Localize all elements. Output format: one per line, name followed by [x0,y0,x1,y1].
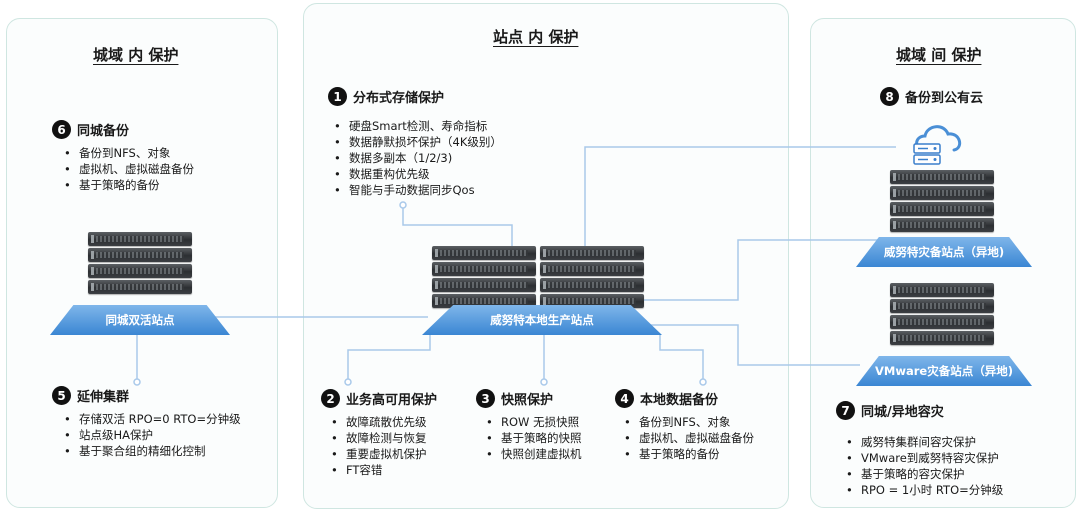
inter-city-title: 城域 间 保护 [896,46,982,64]
list-item: 故障疏散优先级 [331,414,427,430]
high-availability-list: 故障疏散优先级 故障检测与恢复 重要虚拟机保护 FT容错 [331,414,427,478]
rack-server-icon [432,246,536,310]
site-local-active: 同城双活站点 [50,305,230,335]
section-title: 快照保护 [501,393,554,408]
list-item: 数据多副本（1/2/3) [334,150,502,166]
local-data-backup-list: 备份到NFS、对象 虚拟机、虚拟磁盘备份 基于策略的备份 [624,414,754,462]
section-title: 同城/异地容灾 [861,405,944,420]
list-item: 虚拟机、虚拟磁盘备份 [64,161,194,177]
list-item: 故障检测与恢复 [331,430,427,446]
list-item: 数据重构优先级 [334,166,502,182]
stretched-cluster-list: 存储双活 RPO=0 RTO=分钟级 站点级HA保护 基于聚合组的精细化控制 [64,411,241,459]
list-item: RPO = 1小时 RTO=分钟级 [846,482,1003,498]
site-vmware-dr: VMware灾备站点（异地) [856,356,1032,386]
section-title: 备份到公有云 [905,91,984,106]
number-badge: 4 [615,389,634,408]
rack-server-icon [890,283,994,347]
number-badge: 6 [52,120,71,139]
list-item: 基于策略的备份 [624,446,754,462]
number-badge: 8 [880,87,899,106]
rack-server-icon [540,246,644,310]
section-title: 同城备份 [77,124,130,139]
list-item: 基于策略的备份 [64,177,194,193]
list-item: 基于策略的快照 [486,430,582,446]
list-item: 基于策略的容灾保护 [846,466,1003,482]
site-dr-remote: 威努特灾备站点（异地) [856,237,1032,267]
intra-city-title: 城域 内 保护 [93,46,179,64]
number-badge: 5 [52,386,71,405]
list-item: 硬盘Smart检测、寿命指标 [334,118,502,134]
section-title: 本地数据备份 [640,393,719,408]
number-badge: 3 [476,389,495,408]
section-title: 业务高可用保护 [346,393,438,408]
list-item: 快照创建虚拟机 [486,446,582,462]
cloud-server-icon [913,125,962,165]
disaster-recovery-list: 威努特集群间容灾保护 VMware到威努特容灾保护 基于策略的容灾保护 RPO … [846,434,1003,498]
intra-site-title: 站点 内 保护 [493,28,579,46]
list-item: ROW 无损快照 [486,414,582,430]
section-title: 延伸集群 [77,390,130,405]
number-badge: 7 [836,401,855,420]
city-backup-list: 备份到NFS、对象 虚拟机、虚拟磁盘备份 基于策略的备份 [64,145,194,193]
number-badge: 1 [328,87,347,106]
section-snapshot: 3 快照保护 [476,389,553,408]
list-item: 站点级HA保护 [64,427,241,443]
site-production: 威努特本地生产站点 [422,305,662,335]
list-item: 基于聚合组的精细化控制 [64,443,241,459]
list-item: VMware到威努特容灾保护 [846,450,1003,466]
list-item: 存储双活 RPO=0 RTO=分钟级 [64,411,241,427]
list-item: 数据静默损坏保护（4K级别） [334,134,502,150]
snapshot-list: ROW 无损快照 基于策略的快照 快照创建虚拟机 [486,414,582,462]
list-item: 虚拟机、虚拟磁盘备份 [624,430,754,446]
section-public-cloud-backup: 8 备份到公有云 [880,87,983,106]
section-high-availability: 2 业务高可用保护 [321,389,437,408]
section-disaster-recovery: 7 同城/异地容灾 [836,401,944,420]
list-item: 备份到NFS、对象 [64,145,194,161]
list-item: 备份到NFS、对象 [624,414,754,430]
list-item: 威努特集群间容灾保护 [846,434,1003,450]
section-distributed-storage: 1 分布式存储保护 [328,87,444,106]
rack-server-icon [890,170,994,234]
list-item: FT容错 [331,462,427,478]
number-badge: 2 [321,389,340,408]
section-stretched-cluster: 5 延伸集群 [52,386,129,405]
list-item: 智能与手动数据同步Qos [334,182,502,198]
section-local-data-backup: 4 本地数据备份 [615,389,718,408]
section-local-backup-city: 6 同城备份 [52,120,129,139]
distributed-storage-list: 硬盘Smart检测、寿命指标 数据静默损坏保护（4K级别） 数据多副本（1/2/… [334,118,502,198]
section-title: 分布式存储保护 [353,91,445,106]
list-item: 重要虚拟机保护 [331,446,427,462]
rack-server-icon [88,232,192,296]
